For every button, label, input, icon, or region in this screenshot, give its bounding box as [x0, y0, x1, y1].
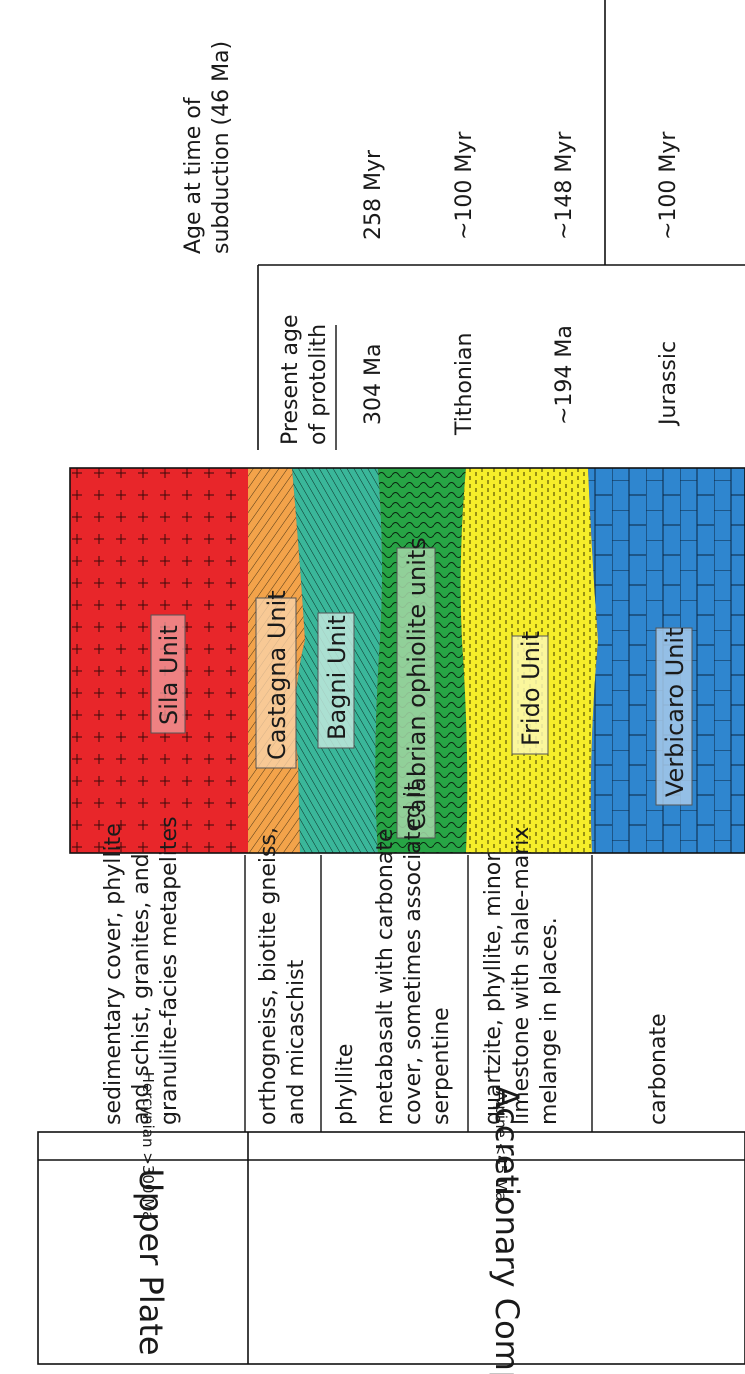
verbicaro-unit-label: Verbicaro Unit	[655, 627, 693, 806]
group-name-accretionary: Accretionary Complex	[488, 1086, 526, 1374]
calabrian-ophiolite-label: Calabrian ophiolite units	[396, 537, 436, 839]
age-subduction-value: ~100 Myr	[656, 131, 681, 240]
svg-text:Frido Unit: Frido Unit	[517, 631, 545, 746]
header-present-age-line2: of protolith	[306, 324, 331, 445]
sila-unit-label: Sila Unit	[150, 614, 186, 734]
group-name-upper-plate: Upper Plate	[132, 1168, 170, 1355]
lithology-column: sedimentary cover, phyllite and schist, …	[101, 782, 671, 1132]
lithology-text: cover, sometimes associated it	[401, 782, 426, 1125]
svg-text:Verbicaro Unit: Verbicaro Unit	[661, 628, 689, 798]
svg-text:Castagna Unit: Castagna Unit	[263, 590, 291, 760]
castagna-unit-label: Castagna Unit	[255, 590, 297, 769]
header-age-subduction-line1: Age at time of	[181, 96, 206, 254]
age-subduction-value: ~100 Myr	[452, 131, 477, 240]
lithology-text: and micaschist	[284, 959, 309, 1125]
age-subduction-value: ~148 Myr	[552, 131, 577, 240]
lithology-text: granulite-facies metapelites	[157, 816, 182, 1125]
present-age-value: Jurassic	[656, 341, 681, 427]
lithology-text: melange in places.	[537, 917, 562, 1125]
lithology-text: sedimentary cover, phyllite	[101, 823, 126, 1125]
lithology-text: limestone with shale-marix	[509, 827, 534, 1125]
lithology-text: serpentine	[429, 1007, 454, 1125]
bagni-unit-label: Bagni Unit	[317, 612, 355, 749]
group-boxes	[37, 1131, 745, 1365]
header-age-subduction-line2: subduction (46 Ma)	[209, 41, 234, 254]
present-age-value: ~194 Ma	[552, 325, 577, 425]
table-frame	[257, 0, 745, 450]
svg-text:Bagni Unit: Bagni Unit	[323, 615, 351, 740]
lithology-text: and schist, granites, and	[129, 853, 154, 1125]
lithology-text: phyllite	[333, 1044, 358, 1125]
frido-unit-label: Frido Unit	[511, 631, 549, 755]
lithology-text: quartzite, phyllite, minor	[481, 852, 506, 1125]
group-sub-upper-plate: Hercynian >300 Ma	[139, 1072, 157, 1221]
present-age-value: Tithonian	[452, 333, 477, 436]
lithology-text: metabasalt with carbonate	[373, 829, 398, 1126]
present-age-value: 304 Ma	[361, 344, 386, 425]
svg-text:Calabrian ophiolite units: Calabrian ophiolite units	[403, 537, 431, 830]
header-present-age-line1: Present age	[278, 314, 303, 445]
lithology-text: carbonate	[646, 1013, 671, 1125]
svg-text:Sila Unit: Sila Unit	[155, 625, 183, 725]
lithology-text: orthogneiss, biotite gneiss,	[256, 827, 281, 1125]
group-sub-accretionary: Alpine <45 Ma	[492, 1091, 510, 1201]
age-subduction-value: 258 Myr	[361, 149, 386, 240]
